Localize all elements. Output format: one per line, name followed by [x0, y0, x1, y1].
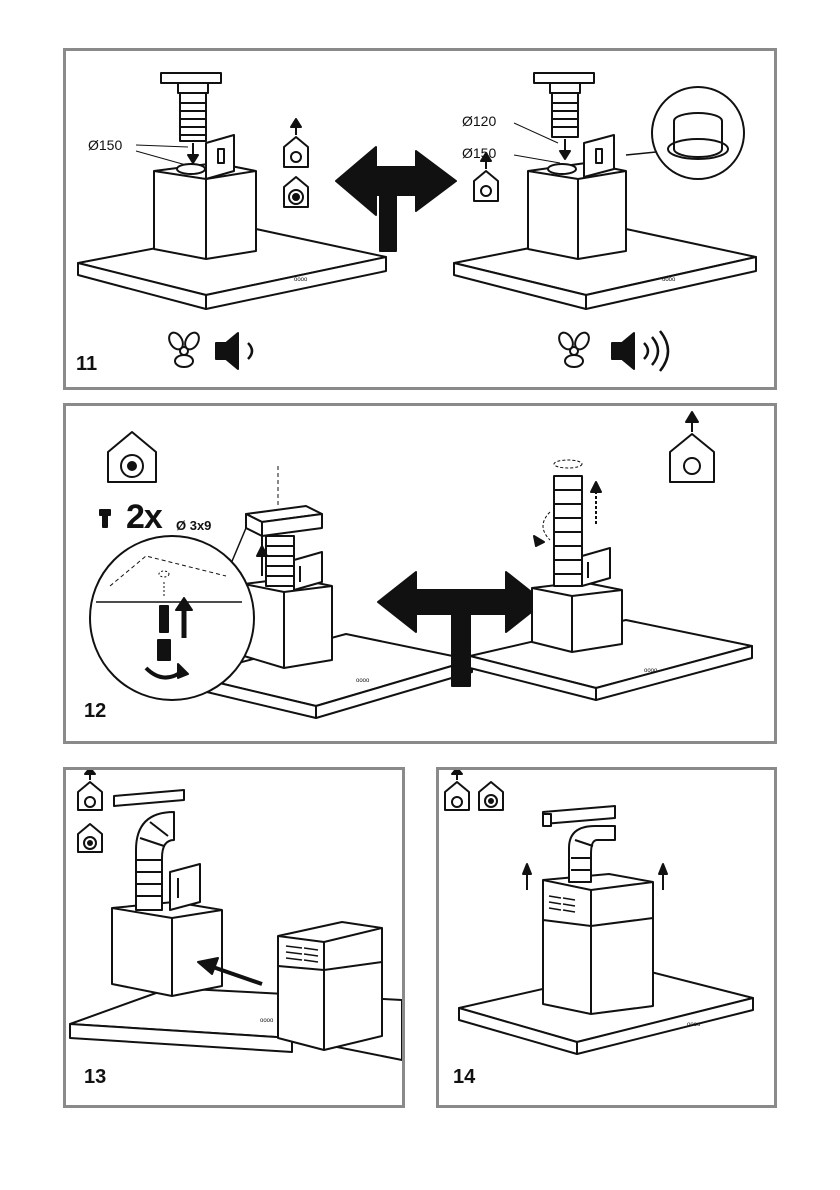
house-extraction-icon [77, 770, 103, 811]
step-14-illustration: oooo [444, 770, 754, 1055]
screw-icon [99, 509, 111, 528]
speaker-low-icon [215, 332, 254, 370]
lift-arrow-left [522, 863, 532, 890]
check-valve [169, 863, 201, 911]
house-extraction-icon [283, 118, 309, 168]
house-recirculation-icon [478, 781, 504, 811]
check-valve-right [581, 547, 611, 587]
lift-arrow-right [658, 863, 668, 890]
step-number: 14 [453, 1066, 476, 1088]
fan-icon-right [558, 331, 590, 368]
step-number: 13 [84, 1066, 107, 1088]
screw-detail-circle [89, 527, 255, 701]
fan-icon [168, 331, 200, 368]
house-extraction-icon-right [473, 152, 499, 202]
house-extraction-icon [444, 770, 470, 811]
flexible-duct [568, 825, 616, 883]
check-valve-right [583, 134, 615, 178]
insert-arrow [197, 957, 263, 986]
svg-text:oooo: oooo [356, 678, 370, 684]
svg-text:oooo: oooo [662, 277, 676, 283]
house-recirculation-icon [283, 176, 309, 208]
house-extraction-icon [669, 411, 715, 483]
wall-bracket [542, 805, 616, 827]
svg-text:oooo: oooo [260, 1018, 274, 1024]
step-13-panel: oooo [63, 767, 405, 1108]
svg-text:oooo: oooo [644, 668, 658, 674]
double-arrow-icon [335, 146, 457, 252]
house-recirculation-icon [77, 823, 103, 853]
flexible-duct [135, 811, 175, 911]
duct-right [513, 72, 595, 164]
svg-text:oooo: oooo [687, 1022, 701, 1028]
duct-left [135, 72, 222, 166]
check-valve-left [293, 551, 323, 591]
cooker-hood-right: oooo [453, 162, 757, 310]
svg-text:oooo: oooo [294, 277, 308, 283]
speaker-high-icon [611, 330, 670, 372]
diameter-label-right-bottom: Ø150 [462, 145, 497, 161]
chimney-cover [277, 921, 383, 1051]
wall-bracket [113, 789, 185, 807]
double-arrow-icon [377, 571, 545, 687]
step-13-illustration: oooo [69, 770, 402, 1061]
adapter-zoom-circle [625, 86, 745, 180]
step-12-illustration: oooo [89, 411, 753, 719]
check-valve-left [205, 134, 235, 180]
duct-right [533, 459, 602, 587]
screw-size: Ø 3x9 [176, 518, 212, 533]
step-12-panel: oooo [63, 403, 777, 744]
step-number: 11 [76, 353, 98, 375]
duct-left [245, 466, 323, 587]
step-14-panel: oooo 14 [436, 767, 777, 1108]
cooker-hood: oooo [458, 873, 754, 1055]
step-number: 12 [84, 700, 107, 722]
cooker-hood-right: oooo [469, 581, 753, 701]
screw-count: 2x [126, 498, 163, 536]
step-11-illustration: oooo [77, 72, 757, 372]
step-11-panel: oooo [63, 48, 777, 390]
house-recirculation-icon [107, 431, 157, 483]
diameter-label-right-top: Ø120 [462, 113, 497, 129]
diameter-label-left: Ø150 [88, 137, 123, 153]
